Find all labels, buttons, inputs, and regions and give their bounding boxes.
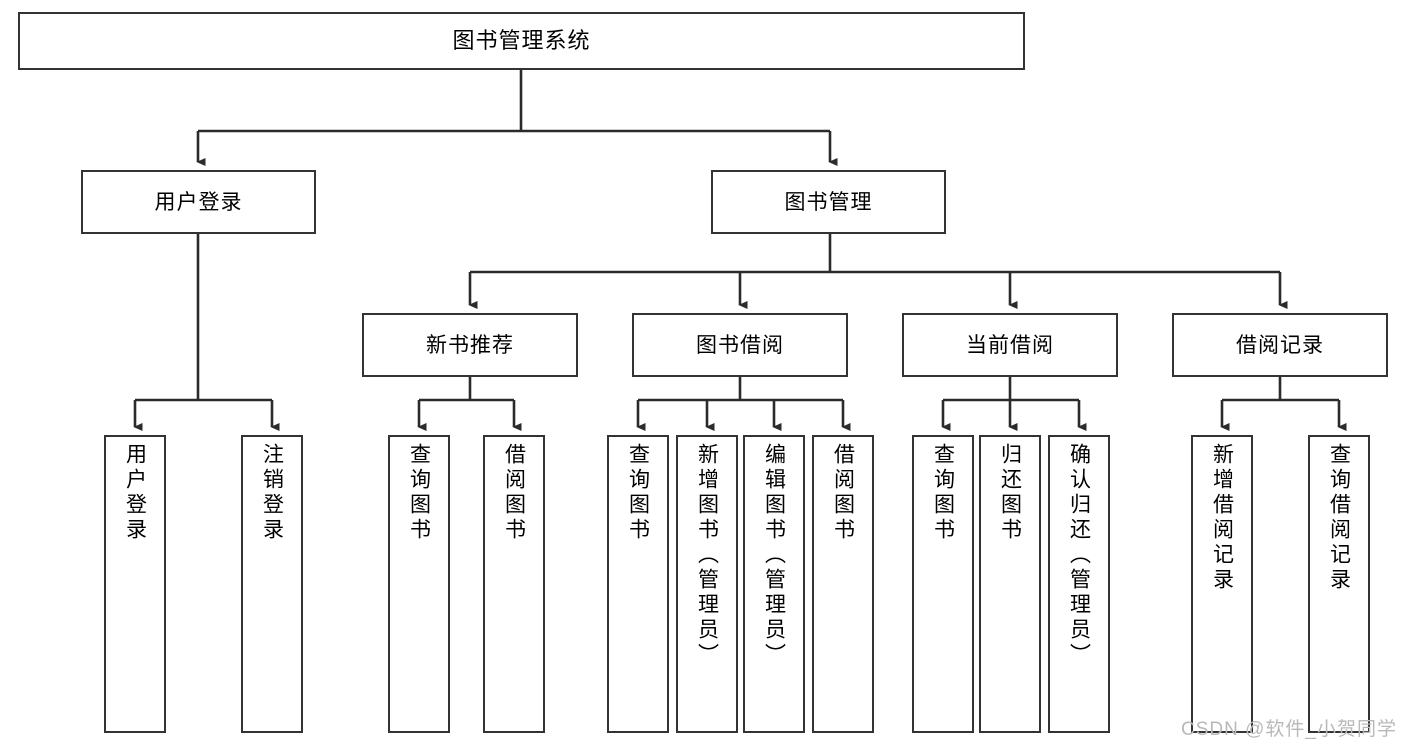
node-book-borrow[interactable]: 图书借阅 <box>632 313 848 377</box>
node-book-management[interactable]: 图书管理 <box>711 170 946 234</box>
leaf-current-query-book[interactable]: 查询图书 <box>912 435 974 733</box>
leaf-record-add-record[interactable]: 新增借阅记录 <box>1191 435 1253 733</box>
leaf-current-confirm-return-admin[interactable]: 确认归还（管理员） <box>1048 435 1110 733</box>
leaf-borrow-add-book-admin[interactable]: 新增图书（管理员） <box>676 435 738 733</box>
leaf-borrow-query-book[interactable]: 查询图书 <box>607 435 669 733</box>
node-label: 新增借阅记录 <box>1210 443 1234 593</box>
leaf-recommend-query-book[interactable]: 查询图书 <box>388 435 450 733</box>
leaf-borrow-edit-book-admin[interactable]: 编辑图书（管理员） <box>743 435 805 733</box>
node-user-login[interactable]: 用户登录 <box>81 170 316 234</box>
leaf-current-return-book[interactable]: 归还图书 <box>979 435 1041 733</box>
node-label: 用户登录 <box>154 190 243 214</box>
node-label: 新增图书（管理员） <box>695 443 719 668</box>
node-label: 查询借阅记录 <box>1327 443 1351 593</box>
node-label: 归还图书 <box>998 443 1022 543</box>
node-label: 图书借阅 <box>696 333 784 357</box>
leaf-user-login[interactable]: 用户登录 <box>104 435 166 733</box>
node-label: 当前借阅 <box>966 333 1054 357</box>
csdn-watermark: CSDN @软件_小贺同学 <box>1181 719 1397 740</box>
node-new-book-recommend[interactable]: 新书推荐 <box>362 313 578 377</box>
leaf-borrow-borrow-book[interactable]: 借阅图书 <box>812 435 874 733</box>
node-label: 图书管理系统 <box>452 28 591 53</box>
node-label: 编辑图书（管理员） <box>762 443 786 668</box>
node-label: 用户登录 <box>123 443 147 543</box>
node-label: 查询图书 <box>407 443 431 543</box>
node-label: 注销登录 <box>260 443 284 543</box>
node-label: 图书管理 <box>784 190 873 214</box>
node-label: 查询图书 <box>931 443 955 543</box>
node-current-borrow[interactable]: 当前借阅 <box>902 313 1118 377</box>
node-borrow-record[interactable]: 借阅记录 <box>1172 313 1388 377</box>
node-label: 借阅图书 <box>502 443 526 543</box>
node-root-system[interactable]: 图书管理系统 <box>18 12 1025 70</box>
node-label: 借阅记录 <box>1236 333 1324 357</box>
node-label: 确认归还（管理员） <box>1067 443 1091 668</box>
leaf-recommend-borrow-book[interactable]: 借阅图书 <box>483 435 545 733</box>
node-label: 新书推荐 <box>426 333 514 357</box>
node-label: 借阅图书 <box>831 443 855 543</box>
leaf-logout[interactable]: 注销登录 <box>241 435 303 733</box>
leaf-record-query-record[interactable]: 查询借阅记录 <box>1308 435 1370 733</box>
node-label: 查询图书 <box>626 443 650 543</box>
